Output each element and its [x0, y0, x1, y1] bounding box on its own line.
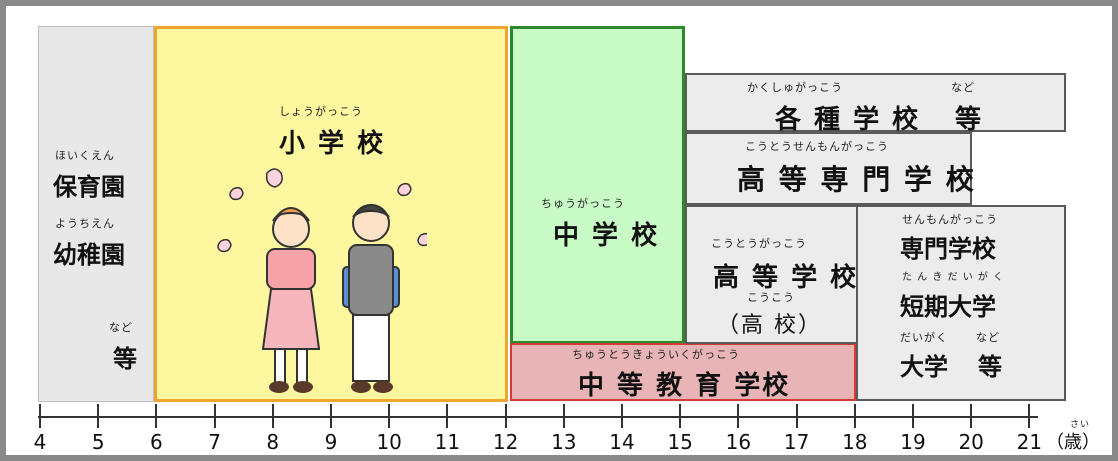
- junior-high-block: ちゅうがっこう 中 学 校: [510, 26, 685, 344]
- age-axis-line: [38, 416, 1038, 418]
- misc-nado-label: 等: [955, 105, 984, 135]
- axis-tick-label: 11: [434, 430, 461, 454]
- high-school-short-label: （高 校）: [717, 313, 822, 338]
- secondary-ruby: ちゅうとうきょういくがっこう: [572, 348, 740, 361]
- hoikuen-label: 保育園: [53, 173, 125, 201]
- higher-nado-ruby: など: [976, 331, 1000, 344]
- axis-tick: [679, 404, 682, 428]
- axis-tick: [446, 404, 449, 428]
- junior-high-label: 中 学 校: [553, 221, 660, 251]
- axis-tick: [737, 404, 740, 428]
- axis-tick: [39, 404, 41, 428]
- college-tech-ruby: こうとうせんもんがっこう: [745, 140, 889, 153]
- axis-tick-label: 15: [667, 430, 693, 454]
- axis-tick-label: 9: [324, 430, 338, 454]
- axis-tick: [388, 404, 391, 428]
- elementary-school-block: しょうがっこう 小 学 校: [154, 26, 508, 402]
- youchien-ruby: ようちえん: [55, 217, 115, 230]
- nado-ruby: など: [109, 321, 133, 334]
- axis-tick: [912, 404, 914, 428]
- axis-tick-label: 10: [376, 430, 402, 454]
- axis-tick-label: 12: [492, 430, 519, 454]
- unit-ruby: さい: [1070, 420, 1091, 430]
- axis-tick: [271, 404, 274, 428]
- secondary-label: 中 等 教 育 学校: [578, 371, 791, 401]
- misc-nado-ruby: など: [951, 81, 975, 94]
- elementary-ruby: しょうがっこう: [279, 105, 363, 118]
- axis-tick: [97, 404, 100, 428]
- axis-tick-label: 20: [958, 430, 984, 454]
- axis-tick: [155, 404, 158, 428]
- senmon-label: 専門学校: [900, 235, 996, 263]
- elementary-label: 小 学 校: [279, 129, 386, 159]
- youchien-label: 幼稚園: [53, 241, 125, 269]
- high-school-short-ruby: こうこう: [747, 291, 795, 304]
- axis-tick-label: 17: [783, 430, 810, 454]
- axis-tick: [504, 404, 507, 428]
- axis-tick-label: 21: [1016, 430, 1043, 454]
- axis-tick-label: 13: [551, 430, 577, 454]
- axis-tick-label: 14: [609, 430, 635, 454]
- daigaku-label: 大学: [900, 353, 948, 381]
- axis-tick: [213, 404, 216, 428]
- axis-tick: [970, 404, 973, 428]
- children-illustration: [217, 168, 427, 393]
- hoikuen-ruby: ほいくえん: [55, 149, 115, 162]
- preschool-block: ほいくえん 保育園 ようちえん 幼稚園 など 等: [38, 26, 154, 402]
- axis-tick-label: 6: [150, 430, 163, 454]
- higher-nado-label: 等: [978, 353, 1004, 381]
- age-unit-label: （歳）: [1046, 432, 1100, 453]
- axis-tick-label: 16: [725, 430, 752, 454]
- boy-figure: [342, 204, 400, 393]
- girl-figure: [261, 207, 321, 393]
- tandai-label: 短期大学: [900, 293, 996, 321]
- secondary-education-block: ちゅうとうきょういくがっこう 中 等 教 育 学校: [510, 343, 856, 401]
- misc-ruby: かくしゅがっこう: [747, 81, 843, 94]
- daigaku-ruby: だいがく: [900, 331, 948, 344]
- axis-tick: [621, 404, 623, 428]
- high-school-block: こうとうがっこう 高 等 学 校 こうこう （高 校）: [685, 205, 858, 344]
- axis-tick: [795, 404, 798, 428]
- high-school-ruby: こうとうがっこう: [711, 237, 807, 250]
- axis-tick-label: 19: [900, 430, 926, 454]
- high-school-label: 高 等 学 校: [713, 263, 859, 293]
- higher-education-block: せんもんがっこう 専門学校 た ん き だ い が く 短期大学 だいがく など…: [856, 205, 1066, 401]
- axis-tick-label: 8: [266, 430, 280, 454]
- misc-school-block: かくしゅがっこう など 各 種 学 校 等: [685, 73, 1066, 135]
- college-tech-label: 高 等 専 門 学 校: [737, 163, 976, 196]
- axis-tick: [853, 404, 856, 428]
- junior-high-ruby: ちゅうがっこう: [541, 197, 625, 210]
- axis-tick-label: 7: [208, 430, 221, 454]
- axis-tick-label: 4: [33, 430, 47, 454]
- axis-tick: [1028, 404, 1031, 428]
- axis-tick-label: 18: [842, 430, 868, 454]
- axis-tick: [330, 404, 332, 428]
- senmon-ruby: せんもんがっこう: [902, 213, 998, 226]
- axis-tick-label: 5: [91, 430, 105, 454]
- misc-label: 各 種 学 校: [775, 105, 921, 135]
- college-of-technology-block: こうとうせんもんがっこう 高 等 専 門 学 校: [685, 132, 974, 205]
- nado-label: 等: [113, 345, 139, 373]
- axis-tick: [562, 404, 565, 428]
- tandai-ruby: た ん き だ い が く: [902, 272, 1005, 283]
